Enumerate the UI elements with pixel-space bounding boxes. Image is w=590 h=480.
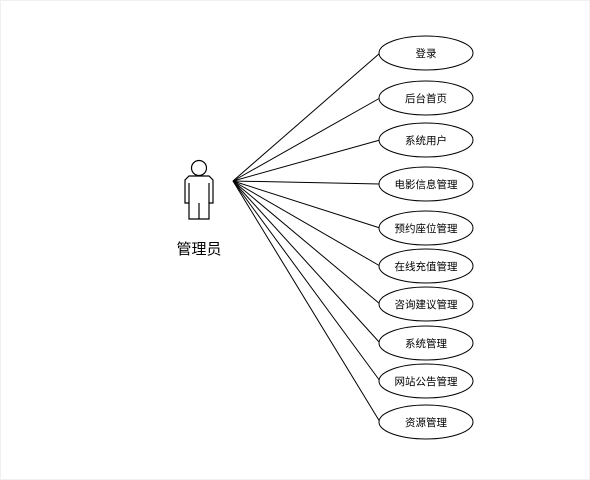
use-case-ellipse bbox=[378, 248, 474, 284]
use-case-ellipse bbox=[378, 122, 474, 158]
use-case-label: 后台首页 bbox=[405, 92, 447, 105]
use-case-ellipse bbox=[378, 166, 474, 202]
use-case-ellipse bbox=[378, 80, 474, 116]
use-case-4[interactable]: 电影信息管理 bbox=[378, 166, 474, 202]
association-line bbox=[232, 180, 381, 229]
use-case-3[interactable]: 系统用户 bbox=[378, 122, 474, 158]
association-line bbox=[232, 180, 381, 382]
actor-administrator[interactable] bbox=[184, 159, 214, 220]
use-case-label: 资源管理 bbox=[405, 416, 447, 429]
use-case-2[interactable]: 后台首页 bbox=[378, 80, 474, 116]
use-case-ellipse bbox=[378, 404, 474, 440]
association-line bbox=[232, 180, 381, 344]
actor-body bbox=[184, 175, 214, 220]
association-line bbox=[232, 180, 381, 185]
use-case-list: 登录后台首页系统用户电影信息管理预约座位管理在线充值管理咨询建议管理系统管理网站… bbox=[378, 35, 474, 440]
use-case-label: 在线充值管理 bbox=[395, 260, 458, 273]
association-line bbox=[232, 180, 381, 423]
association-line bbox=[232, 180, 381, 267]
use-case-label: 系统管理 bbox=[405, 337, 447, 350]
use-case-8[interactable]: 系统管理 bbox=[378, 325, 474, 361]
association-line bbox=[232, 180, 381, 305]
use-case-9[interactable]: 网站公告管理 bbox=[378, 363, 474, 399]
use-case-10[interactable]: 资源管理 bbox=[378, 404, 474, 440]
use-case-label: 系统用户 bbox=[405, 134, 447, 147]
actor-head bbox=[190, 159, 208, 177]
use-case-ellipse bbox=[378, 35, 474, 71]
actor-label: 管理员 bbox=[176, 240, 221, 258]
association-line bbox=[232, 97, 381, 182]
association-line bbox=[232, 139, 381, 182]
use-case-ellipse bbox=[378, 363, 474, 399]
use-case-label: 预约座位管理 bbox=[395, 222, 458, 235]
use-case-ellipse bbox=[378, 286, 474, 322]
use-case-6[interactable]: 在线充值管理 bbox=[378, 248, 474, 284]
use-case-label: 电影信息管理 bbox=[395, 178, 458, 191]
use-case-ellipse bbox=[378, 210, 474, 246]
use-case-label: 网站公告管理 bbox=[395, 375, 458, 388]
use-case-ellipse bbox=[378, 325, 474, 361]
use-case-1[interactable]: 登录 bbox=[378, 35, 474, 71]
use-case-5[interactable]: 预约座位管理 bbox=[378, 210, 474, 246]
association-lines bbox=[232, 52, 381, 423]
use-case-7[interactable]: 咨询建议管理 bbox=[378, 286, 474, 322]
association-line bbox=[232, 52, 381, 182]
use-case-label: 咨询建议管理 bbox=[395, 298, 458, 311]
use-case-label: 登录 bbox=[416, 47, 437, 60]
